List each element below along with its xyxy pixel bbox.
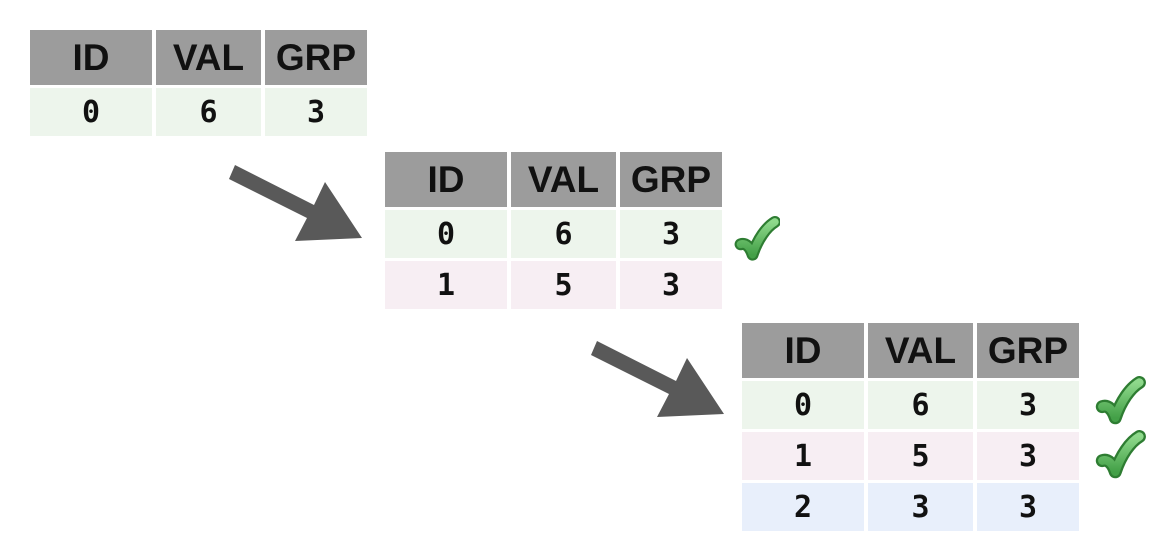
table-step-1: ID VAL GRP 0 6 3 — [30, 30, 367, 136]
arrow-down-right-icon — [228, 165, 365, 242]
checkmark-icon — [1092, 430, 1146, 482]
data-cell: 3 — [977, 432, 1079, 480]
data-cell: 6 — [156, 88, 261, 136]
data-cell: 1 — [742, 432, 864, 480]
data-cell: 3 — [868, 483, 973, 531]
data-cell: 6 — [868, 381, 973, 429]
arrow-down-right-icon — [590, 341, 727, 418]
header-cell-val: VAL — [511, 152, 616, 207]
data-cell: 0 — [742, 381, 864, 429]
header-cell-grp: GRP — [620, 152, 722, 207]
checkmark-icon — [732, 214, 780, 266]
data-cell: 3 — [620, 261, 722, 309]
data-cell: 1 — [385, 261, 507, 309]
header-cell-grp: GRP — [977, 323, 1079, 378]
header-cell-id: ID — [385, 152, 507, 207]
data-cell: 3 — [977, 483, 1079, 531]
data-cell: 3 — [620, 210, 722, 258]
header-cell-id: ID — [30, 30, 152, 85]
data-cell: 5 — [511, 261, 616, 309]
data-cell: 0 — [30, 88, 152, 136]
data-cell: 3 — [977, 381, 1079, 429]
header-cell-val: VAL — [156, 30, 261, 85]
header-cell-val: VAL — [868, 323, 973, 378]
table-step-2: ID VAL GRP 0 6 3 1 5 3 — [385, 152, 722, 309]
data-cell: 5 — [868, 432, 973, 480]
checkmark-icon — [1092, 376, 1146, 428]
data-cell: 3 — [265, 88, 367, 136]
header-cell-grp: GRP — [265, 30, 367, 85]
header-cell-id: ID — [742, 323, 864, 378]
data-cell: 0 — [385, 210, 507, 258]
data-cell: 2 — [742, 483, 864, 531]
table-step-3: ID VAL GRP 0 6 3 1 5 3 2 3 3 — [742, 323, 1079, 531]
data-cell: 6 — [511, 210, 616, 258]
